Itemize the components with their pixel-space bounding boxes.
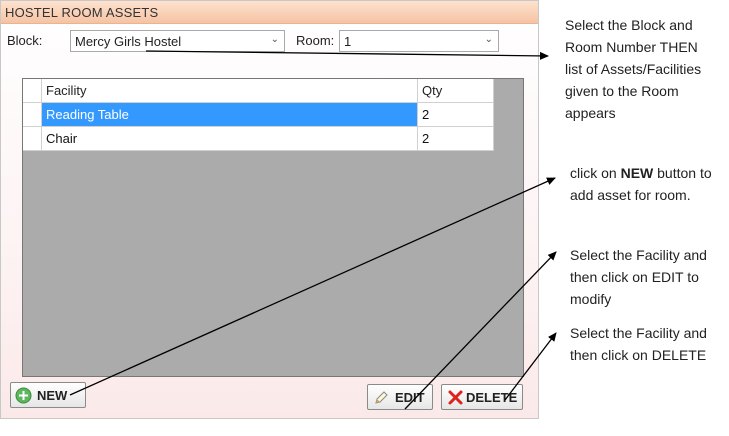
qty-cell[interactable]: 2	[418, 127, 494, 151]
edit-button[interactable]: EDIT	[367, 384, 433, 410]
arrow-new	[69, 177, 556, 396]
new-button[interactable]: NEW	[10, 382, 86, 408]
block-select-value: Mercy Girls Hostel	[75, 34, 182, 49]
note-new-post: button to add asset for room.	[570, 165, 712, 203]
facility-cell[interactable]: Reading Table	[42, 103, 418, 127]
note-new-bold: NEW	[620, 165, 654, 181]
block-label: Block:	[7, 33, 43, 48]
column-header-facility[interactable]: Facility	[42, 79, 418, 103]
chevron-down-icon: ⌄	[484, 34, 493, 45]
facility-cell[interactable]: Chair	[42, 127, 418, 151]
title-bar: HOSTEL ROOM ASSETS	[1, 1, 538, 24]
block-select[interactable]: Mercy Girls Hostel ⌄	[70, 30, 285, 52]
plus-circle-icon	[15, 387, 32, 404]
new-button-label: NEW	[37, 388, 68, 403]
note-select-block-room: Select the Block and Room Number THEN li…	[565, 17, 702, 121]
pencil-icon	[375, 391, 388, 404]
arrow-delete	[504, 332, 557, 401]
arrow-block-room	[145, 50, 549, 60]
room-select[interactable]: 1 ⌄	[339, 30, 499, 52]
x-icon	[448, 390, 463, 405]
note-delete: Select the Facility and then click on DE…	[570, 325, 707, 363]
row-header-corner	[23, 79, 42, 103]
arrow-edit	[404, 251, 557, 410]
window-title: HOSTEL ROOM ASSETS	[5, 5, 159, 20]
qty-cell[interactable]: 2	[418, 103, 494, 127]
note-new-pre: click on	[570, 165, 621, 181]
edit-button-label: EDIT	[395, 390, 425, 405]
chevron-down-icon: ⌄	[270, 34, 279, 45]
note-edit: Select the Facility and then click on ED…	[570, 247, 707, 307]
note-new-button: click on NEW button to add asset for roo…	[570, 162, 720, 206]
room-select-value: 1	[344, 34, 352, 49]
delete-button-label: DELETE	[466, 390, 518, 405]
assets-grid[interactable]: Facility Qty Reading Table 2 Chair 2	[22, 78, 524, 377]
row-selector[interactable]	[23, 103, 42, 127]
hostel-room-assets-window: HOSTEL ROOM ASSETS Block: Mercy Girls Ho…	[0, 0, 539, 419]
room-label: Room:	[296, 33, 335, 48]
column-header-qty[interactable]: Qty	[418, 79, 494, 103]
row-selector[interactable]	[23, 127, 42, 151]
delete-button[interactable]: DELETE	[441, 384, 523, 410]
